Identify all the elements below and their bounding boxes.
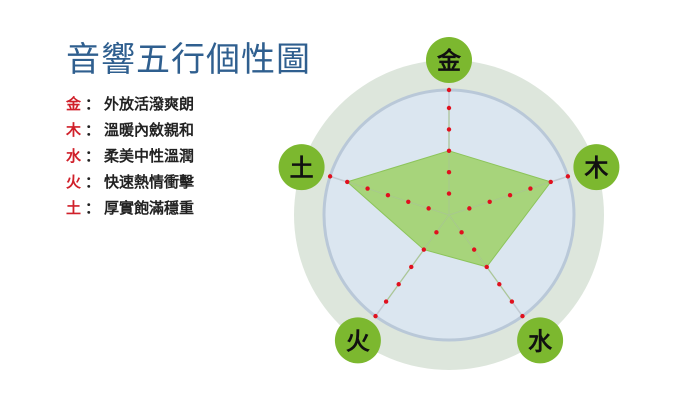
earth-badge — [278, 144, 325, 191]
legend-separator: ： — [85, 121, 101, 139]
legend-separator: ： — [85, 147, 101, 165]
tick-dot — [446, 148, 452, 153]
tick-dot — [446, 87, 452, 93]
legend-element: 金 — [66, 95, 82, 113]
axis-spoke-inner — [347, 181, 450, 216]
legend-item-earth: 土：厚實飽滿穩重 — [66, 197, 194, 223]
tick-dot — [528, 186, 533, 191]
tick-dot — [548, 179, 553, 185]
legend-item-metal: 金：外放活潑爽朗 — [66, 93, 194, 119]
tick-dot — [507, 192, 513, 198]
legend: 金：外放活潑爽朗 木：溫暖內斂親和 水：柔美中性溫潤 火：快速熱情衝擊 土：厚實… — [66, 93, 194, 223]
tick-dot — [409, 264, 414, 270]
tick-dot — [471, 247, 477, 252]
tick-dot — [446, 105, 452, 111]
axis-label: 火 — [346, 327, 370, 355]
legend-separator: ： — [85, 95, 101, 113]
legend-desc: 外放活潑爽朗 — [104, 95, 195, 113]
legend-element: 土 — [66, 199, 82, 217]
tick-dot — [365, 186, 370, 191]
legend-element: 水 — [66, 147, 82, 165]
axis-spoke-inner — [448, 181, 551, 216]
chart-title: 音響五行個性圖 — [66, 40, 311, 80]
axis-spoke-inner — [385, 214, 450, 302]
wood-badge — [573, 144, 620, 191]
legend-element: 火 — [66, 173, 82, 191]
legend-item-wood: 木：溫暖內斂親和 — [66, 119, 194, 145]
water-badge — [517, 317, 564, 364]
tick-dot — [434, 230, 439, 235]
tick-dot — [484, 264, 489, 270]
legend-desc: 溫暖內斂親和 — [104, 121, 195, 139]
legend-item-water: 水：柔美中性溫潤 — [66, 145, 194, 171]
legend-item-fire: 火：快速熱情衝擊 — [66, 171, 194, 197]
axis-label: 金 — [436, 47, 462, 75]
tick-dot — [520, 313, 525, 319]
tick-dot — [487, 199, 492, 204]
tick-dot — [345, 179, 350, 185]
tick-dot — [467, 206, 472, 211]
tick-dot — [396, 282, 401, 287]
legend-desc: 快速熱情衝擊 — [104, 173, 195, 191]
fire-badge — [334, 317, 381, 364]
legend-desc: 厚實飽滿穩重 — [104, 199, 195, 217]
metal-badge — [426, 37, 472, 83]
tick-dot — [497, 282, 502, 287]
axis-label: 木 — [583, 154, 609, 182]
tick-dot — [373, 313, 378, 319]
axis-spoke-inner — [448, 214, 513, 302]
tick-dot — [421, 247, 427, 252]
tick-dot — [426, 206, 431, 211]
tick-dot — [459, 230, 464, 235]
tick-dot — [446, 191, 452, 196]
tick-dot — [446, 127, 452, 132]
legend-separator: ： — [85, 199, 101, 217]
axis-label: 水 — [528, 327, 553, 355]
tick-dot — [406, 199, 411, 204]
tick-dot — [385, 192, 391, 198]
tick-dot — [565, 174, 571, 179]
legend-desc: 柔美中性溫潤 — [104, 147, 195, 165]
tick-dot — [446, 170, 452, 175]
legend-separator: ： — [85, 173, 101, 191]
axis-label: 土 — [290, 154, 314, 182]
legend-element: 木 — [66, 121, 82, 139]
tick-dot — [509, 299, 515, 304]
tick-dot — [327, 174, 333, 179]
tick-dot — [383, 299, 389, 304]
